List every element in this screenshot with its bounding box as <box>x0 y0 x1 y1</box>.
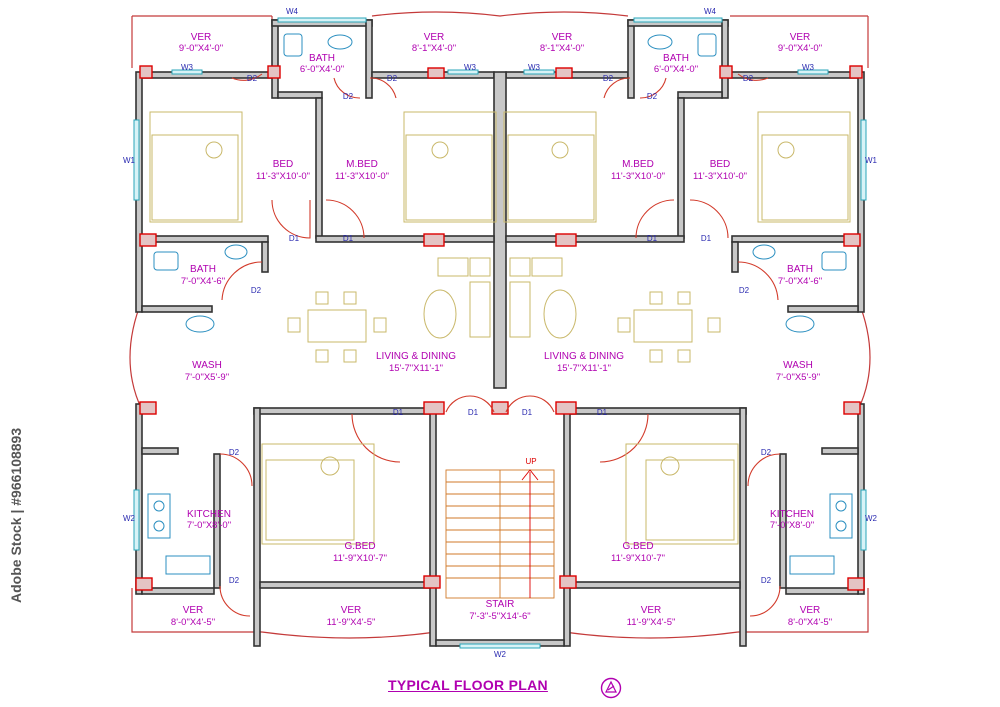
room-name-wash: WASH <box>192 360 222 371</box>
svg-text:W2: W2 <box>123 514 136 523</box>
room-dim-bath: 7'-0"X4'-6" <box>181 276 225 287</box>
room-dim-ver: 8'-0"X4'-5" <box>788 617 832 628</box>
room-dim-stair: 7'-3"-5"X14'-6" <box>469 611 530 622</box>
svg-text:D1: D1 <box>597 408 608 417</box>
room-dim-gbed: 11'-9"X10'-7" <box>333 553 387 564</box>
svg-text:D2: D2 <box>761 576 772 585</box>
svg-text:W1: W1 <box>123 156 136 165</box>
windows <box>133 17 867 649</box>
outer-outline <box>129 11 871 639</box>
svg-text:D2: D2 <box>603 74 614 83</box>
room-name-gbed: G.BED <box>622 541 653 552</box>
svg-text:D2: D2 <box>761 448 772 457</box>
svg-text:D1: D1 <box>289 234 300 243</box>
svg-text:W3: W3 <box>181 63 194 72</box>
svg-text:D1: D1 <box>701 234 712 243</box>
room-dim-mbed: 11'-3"X10'-0" <box>335 171 389 182</box>
room-dim-wash: 7'-0"X5'-9" <box>185 372 229 383</box>
room-dim-kitchen: 7'-0"X8'-0" <box>187 520 231 531</box>
room-name-wash: WASH <box>783 360 813 371</box>
beds <box>149 111 851 545</box>
stair-up-label: UP <box>525 457 536 466</box>
north-arrow-icon <box>600 677 622 699</box>
room-dim-ver: 8'-1"X4'-0" <box>540 43 584 54</box>
stair <box>445 469 555 599</box>
room-name-ver: VER <box>790 32 811 43</box>
svg-text:W3: W3 <box>802 63 815 72</box>
room-name-ver: VER <box>191 32 212 43</box>
svg-text:W2: W2 <box>865 514 878 523</box>
svg-text:D1: D1 <box>393 408 404 417</box>
svg-text:D2: D2 <box>343 92 354 101</box>
living-furniture <box>287 257 721 363</box>
svg-text:D2: D2 <box>387 74 398 83</box>
svg-text:D1: D1 <box>522 408 533 417</box>
room-dim-living: 15'-7"X11'-1" <box>389 363 443 374</box>
room-dim-living: 15'-7"X11'-1" <box>557 363 611 374</box>
room-name-ver: VER <box>424 32 445 43</box>
room-name-ver: VER <box>183 605 204 616</box>
svg-text:D2: D2 <box>247 74 258 83</box>
room-dim-wash: 7'-0"X5'-9" <box>776 372 820 383</box>
svg-text:D1: D1 <box>343 234 354 243</box>
room-dim-bath: 6'-0"X4'-0" <box>654 64 698 75</box>
room-dim-ver: 8'-1"X4'-0" <box>412 43 456 54</box>
svg-text:W3: W3 <box>528 63 541 72</box>
room-name-bath: BATH <box>663 53 689 64</box>
room-dim-kitchen: 7'-0"X8'-0" <box>770 520 814 531</box>
svg-text:W3: W3 <box>464 63 477 72</box>
room-name-gbed: G.BED <box>344 541 375 552</box>
room-name-bath: BATH <box>309 53 335 64</box>
columns <box>135 65 865 591</box>
svg-text:W4: W4 <box>704 7 717 16</box>
room-name-bed: BED <box>273 159 294 170</box>
room-name-ver: VER <box>552 32 573 43</box>
room-dim-ver: 9'-0"X4'-0" <box>179 43 223 54</box>
room-dim-bed: 11'-3"X10'-0" <box>693 171 747 182</box>
svg-text:D2: D2 <box>251 286 262 295</box>
svg-text:D2: D2 <box>647 92 658 101</box>
svg-text:W4: W4 <box>286 7 299 16</box>
room-labels: VER 9'-0"X4'-0" BATH 6'-0"X4'-0" VER 8'-… <box>171 32 832 628</box>
room-name-bath: BATH <box>190 264 216 275</box>
room-name-ver: VER <box>341 605 362 616</box>
room-name-bed: BED <box>710 159 731 170</box>
svg-text:W2: W2 <box>494 650 507 659</box>
room-dim-bed: 11'-3"X10'-0" <box>256 171 310 182</box>
svg-text:D2: D2 <box>229 576 240 585</box>
room-dim-ver: 11'-9"X4'-5" <box>627 617 676 628</box>
fixtures <box>147 33 853 575</box>
room-name-bath: BATH <box>787 264 813 275</box>
svg-text:D1: D1 <box>468 408 479 417</box>
room-name-mbed: M.BED <box>346 159 378 170</box>
room-dim-gbed: 11'-9"X10'-7" <box>611 553 665 564</box>
room-dim-ver: 8'-0"X4'-5" <box>171 617 215 628</box>
room-name-living: LIVING & DINING <box>544 351 624 362</box>
room-dim-ver: 11'-9"X4'-5" <box>327 617 376 628</box>
opening-tags: W4 W4 W3 W3 W3 W3 W1 W1 W2 W2 W2 D2 D2 D… <box>123 7 878 659</box>
svg-text:D2: D2 <box>229 448 240 457</box>
room-dim-ver: 9'-0"X4'-0" <box>778 43 822 54</box>
room-name-living: LIVING & DINING <box>376 351 456 362</box>
room-name-stair: STAIR <box>486 599 515 610</box>
room-dim-bath: 6'-0"X4'-0" <box>300 64 344 75</box>
svg-text:D2: D2 <box>743 74 754 83</box>
svg-text:D1: D1 <box>647 234 658 243</box>
room-name-ver: VER <box>800 605 821 616</box>
svg-text:D2: D2 <box>739 286 750 295</box>
room-name-ver: VER <box>641 605 662 616</box>
room-name-kitchen: KITCHEN <box>770 509 814 520</box>
plan-title: TYPICAL FLOOR PLAN <box>388 677 548 693</box>
room-name-mbed: M.BED <box>622 159 654 170</box>
room-dim-bath: 7'-0"X4'-6" <box>778 276 822 287</box>
stock-id-stamp: Adobe Stock | #966108893 <box>4 428 30 605</box>
doors <box>219 73 781 617</box>
room-dim-mbed: 11'-3"X10'-0" <box>611 171 665 182</box>
room-name-kitchen: KITCHEN <box>187 509 231 520</box>
svg-text:W1: W1 <box>865 156 878 165</box>
stock-id-text: Adobe Stock | #966108893 <box>8 427 24 603</box>
